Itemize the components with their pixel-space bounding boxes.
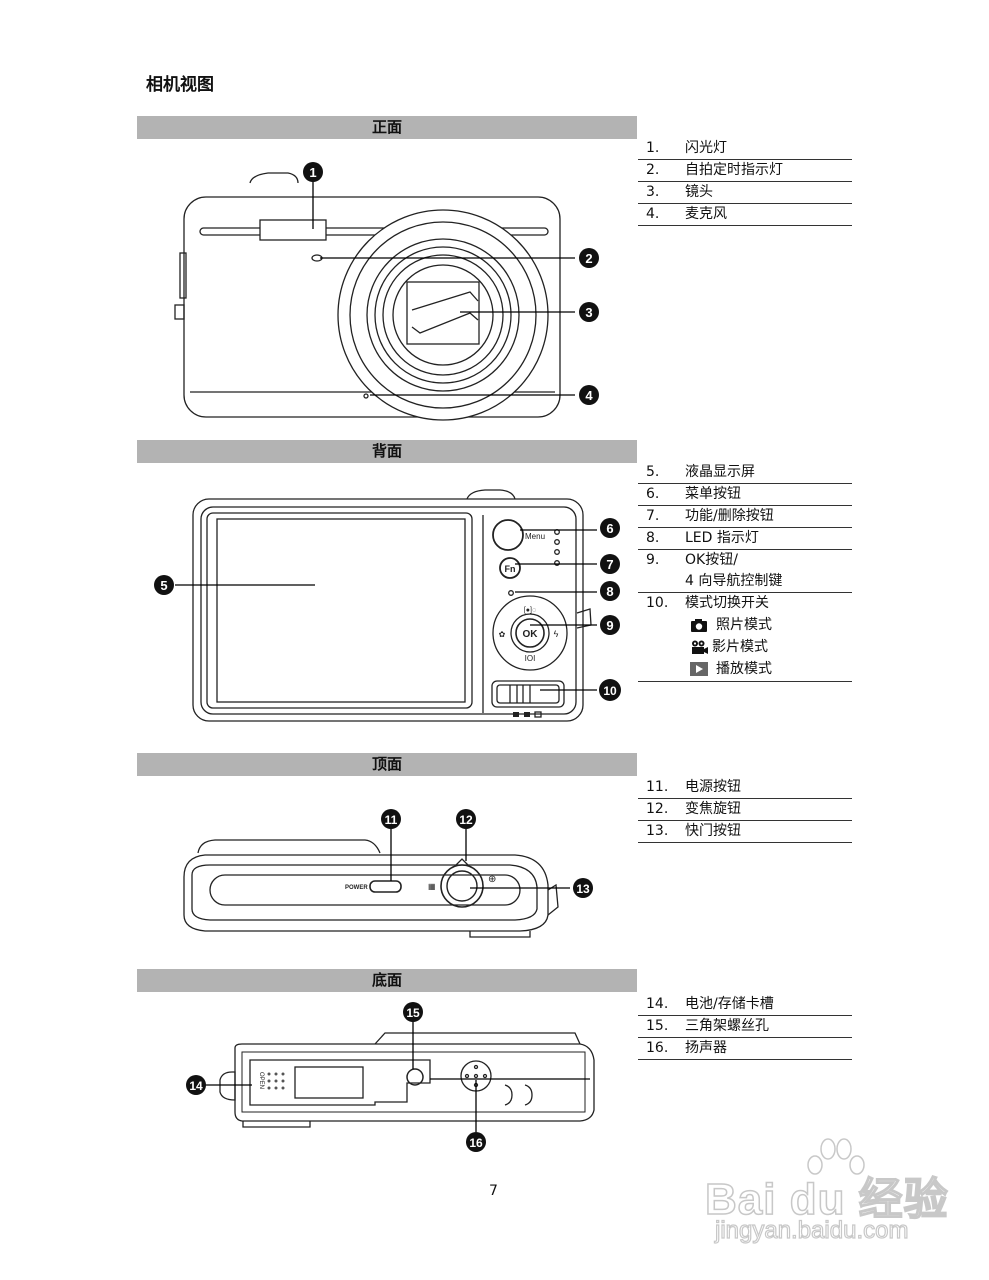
callout-4: 4 — [579, 385, 599, 405]
callout-11: 11 — [381, 809, 401, 829]
svg-text:OK: OK — [523, 629, 539, 640]
camera-back-diagram: Menu Fn OK [●]◌ ✿ ϟ IOI 5 6 7 8 9 10 — [154, 489, 621, 722]
mode-video: 影片模式 — [690, 636, 768, 658]
play-icon — [690, 662, 708, 676]
callout-14: 14 — [186, 1075, 206, 1095]
legend-item: 9.OK按钮/4 向导航控制键 — [638, 550, 852, 593]
section-header-top: 顶面 — [137, 753, 637, 776]
svg-text:3: 3 — [585, 305, 592, 320]
svg-text:1: 1 — [309, 165, 316, 180]
svg-text:2: 2 — [585, 251, 592, 266]
svg-text:7: 7 — [606, 557, 613, 572]
paw-icon — [807, 1138, 865, 1175]
callout-9: 9 — [600, 615, 620, 635]
page-title: 相机视图 — [146, 75, 214, 95]
svg-text:13: 13 — [576, 882, 590, 896]
svg-text:5: 5 — [160, 578, 167, 593]
mode-playback: 播放模式 — [690, 658, 772, 680]
legend-item: 15.三角架螺丝孔 — [638, 1016, 852, 1038]
legend-bottom: 14.电池/存储卡槽 15.三角架螺丝孔 16.扬声器 — [638, 994, 852, 1060]
legend-item: 4.麦克风 — [638, 204, 852, 226]
svg-text:6: 6 — [606, 521, 613, 536]
callout-1: 1 — [303, 162, 323, 182]
callout-2: 2 — [579, 248, 599, 268]
legend-item: 7.功能/删除按钮 — [638, 506, 852, 528]
callout-8: 8 — [600, 581, 620, 601]
legend-front: 1.闪光灯 2.自拍定时指示灯 3.镜头 4.麦克风 — [638, 138, 852, 226]
legend-item: 2.自拍定时指示灯 — [638, 160, 852, 182]
camera-top-diagram: POWER ▦ ⊕ 11 12 13 — [183, 809, 593, 938]
camera-icon — [691, 619, 707, 632]
section-header-bottom: 底面 — [137, 969, 637, 992]
svg-text:12: 12 — [459, 813, 473, 827]
svg-text:11: 11 — [385, 813, 398, 827]
legend-item: 1.闪光灯 — [638, 138, 852, 160]
svg-text:15: 15 — [406, 1006, 420, 1020]
svg-text:▦: ▦ — [428, 882, 436, 891]
legend-item: 11.电源按钮 — [638, 777, 852, 799]
legend-top: 11.电源按钮 12.变焦旋钮 13.快门按钮 — [638, 777, 852, 843]
legend-item: 13.快门按钮 — [638, 821, 852, 843]
svg-text:⊕: ⊕ — [488, 874, 496, 885]
camera-bottom-diagram: OPEN 15 14 16 — [186, 1002, 595, 1152]
watermark-url: jingyan.baidu.com — [714, 1216, 909, 1244]
section-header-back: 背面 — [137, 440, 637, 463]
svg-text:8: 8 — [606, 584, 613, 599]
page-number: 7 — [489, 1183, 498, 1199]
legend-item: 3.镜头 — [638, 182, 852, 204]
baidu-watermark: Bai du 经验 jingyan.baidu.com — [704, 1135, 965, 1245]
callout-6: 6 — [600, 518, 620, 538]
legend-item: 5.液晶显示屏 — [638, 462, 852, 484]
section-header-front: 正面 — [137, 116, 637, 139]
svg-text:Menu: Menu — [525, 532, 545, 541]
svg-text:10: 10 — [603, 684, 617, 698]
callout-10: 10 — [599, 679, 621, 701]
callout-7: 7 — [600, 554, 620, 574]
callout-3: 3 — [579, 302, 599, 322]
legend-item: 6.菜单按钮 — [638, 484, 852, 506]
svg-text:4: 4 — [585, 388, 593, 403]
legend-item: 12.变焦旋钮 — [638, 799, 852, 821]
svg-text:[●]◌: [●]◌ — [524, 607, 536, 614]
legend-item: 16.扬声器 — [638, 1038, 852, 1060]
callout-15: 15 — [403, 1002, 423, 1022]
svg-text:IOI: IOI — [525, 654, 536, 663]
svg-text:9: 9 — [606, 618, 613, 633]
callout-12: 12 — [456, 809, 476, 829]
video-camera-icon — [692, 640, 708, 654]
legend-item: 8.LED 指示灯 — [638, 528, 852, 550]
svg-text:16: 16 — [469, 1136, 483, 1150]
callout-16: 16 — [466, 1132, 486, 1152]
legend-item: 10.模式切换开关 照片模式 影片模式 播放模式 — [638, 593, 852, 682]
watermark-logo: Bai du 经验 — [704, 1174, 949, 1225]
svg-text:14: 14 — [189, 1079, 203, 1093]
svg-text:ϟ: ϟ — [554, 629, 559, 639]
legend-back: 5.液晶显示屏 6.菜单按钮 7.功能/删除按钮 8.LED 指示灯 9.OK按… — [638, 462, 852, 682]
camera-front-diagram: 1 2 3 4 — [174, 162, 599, 421]
svg-text:Fn: Fn — [505, 564, 516, 574]
callout-5: 5 — [154, 575, 174, 595]
svg-text:OPEN: OPEN — [258, 1072, 264, 1089]
svg-text:POWER: POWER — [345, 885, 368, 891]
svg-text:✿: ✿ — [499, 630, 506, 639]
callout-13: 13 — [573, 878, 593, 898]
legend-item: 14.电池/存储卡槽 — [638, 994, 852, 1016]
mode-photo: 照片模式 — [690, 614, 772, 636]
